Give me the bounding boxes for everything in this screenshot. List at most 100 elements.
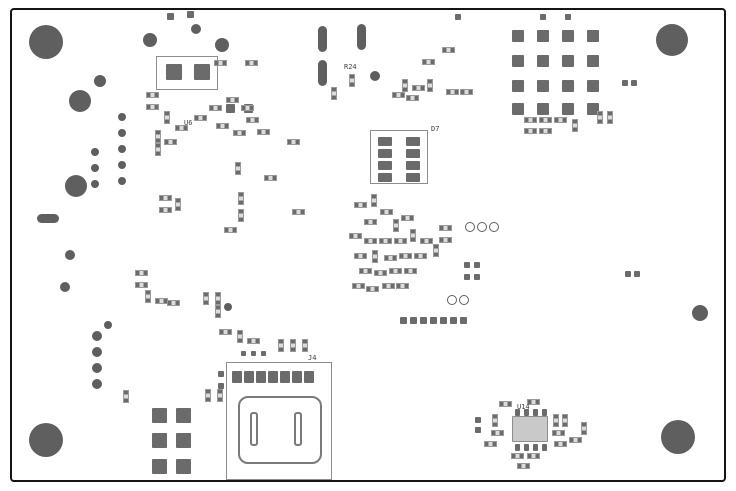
- via-hole: [92, 347, 102, 357]
- via-hole: [94, 75, 106, 87]
- smt-pad: [175, 432, 191, 448]
- smd-component: [215, 123, 229, 129]
- via-hole: [60, 282, 70, 292]
- via-hole: [191, 24, 201, 34]
- smt-pad: [537, 30, 549, 42]
- smd-component: [203, 291, 209, 305]
- smt-pad: [151, 432, 167, 448]
- smt-pad: [512, 103, 524, 115]
- smt-pad: [537, 80, 549, 92]
- smt-pad: [565, 14, 571, 20]
- smd-component: [238, 208, 244, 222]
- smt-pad: [523, 408, 529, 416]
- smd-component: [291, 209, 305, 215]
- board-outline: [10, 8, 726, 482]
- smt-pad: [186, 10, 194, 18]
- smd-component: [483, 441, 497, 447]
- smt-pad: [475, 417, 481, 423]
- mounting-hole: [661, 420, 695, 454]
- smt-pad: [175, 458, 191, 474]
- via-hole: [118, 177, 126, 185]
- smd-component: [349, 73, 355, 87]
- smt-pad: [166, 12, 174, 20]
- slot-hole: [356, 24, 366, 50]
- smd-component: [244, 60, 258, 66]
- smd-component: [163, 139, 177, 145]
- smd-component: [381, 283, 395, 289]
- smd-component: [445, 89, 459, 95]
- smd-component: [510, 453, 524, 459]
- smd-component: [427, 78, 433, 92]
- smt-pad: [512, 80, 524, 92]
- smt-pad: [419, 316, 427, 324]
- via-hole: [92, 363, 102, 373]
- smt-pad: [464, 274, 470, 280]
- smd-component: [388, 268, 402, 274]
- smt-pad: [474, 262, 480, 268]
- smt-pad: [378, 136, 392, 146]
- component-outline: [370, 130, 428, 184]
- smd-component: [572, 118, 578, 132]
- smd-component: [568, 437, 582, 443]
- smd-component: [237, 329, 243, 343]
- smt-pad: [523, 443, 529, 451]
- smd-component: [286, 139, 300, 145]
- smd-component: [158, 195, 172, 201]
- smt-pad: [634, 271, 640, 277]
- smt-pad: [587, 80, 599, 92]
- smt-pad: [449, 316, 457, 324]
- smd-component: [353, 202, 367, 208]
- smt-pad: [260, 350, 266, 356]
- smd-component: [400, 215, 414, 221]
- via-hole: [118, 113, 126, 121]
- smd-component: [413, 253, 427, 259]
- smd-component: [145, 92, 159, 98]
- component-outline: [156, 56, 218, 90]
- smd-component: [523, 117, 537, 123]
- via-hole: [118, 145, 126, 153]
- smt-pad: [166, 64, 182, 80]
- smd-component: [403, 268, 417, 274]
- smd-component: [553, 117, 567, 123]
- smd-component: [438, 237, 452, 243]
- smd-component: [155, 129, 161, 143]
- smd-component: [419, 238, 433, 244]
- smt-pad: [151, 458, 167, 474]
- smd-component: [383, 255, 397, 261]
- ref-designator: J4: [308, 354, 317, 362]
- mounting-hole: [29, 25, 63, 59]
- smd-component: [526, 453, 540, 459]
- ic-body: [512, 416, 548, 442]
- smt-pad: [540, 14, 546, 20]
- smd-component: [526, 399, 540, 405]
- smd-component: [331, 86, 337, 100]
- smt-pad: [409, 316, 417, 324]
- smd-component: [353, 253, 367, 259]
- slot-hole: [317, 60, 327, 86]
- smt-pad: [631, 80, 637, 86]
- ref-designator: D7: [431, 125, 440, 133]
- smd-component: [208, 105, 222, 111]
- smd-component: [581, 421, 587, 435]
- smt-pad: [532, 408, 538, 416]
- connector-shell: [294, 412, 302, 446]
- smt-pad: [218, 383, 224, 389]
- smt-pad: [406, 148, 420, 158]
- smt-pad: [232, 371, 242, 383]
- smt-pad: [378, 172, 392, 182]
- via-hole: [692, 305, 708, 321]
- smt-pad: [587, 103, 599, 115]
- smd-component: [238, 191, 244, 205]
- smd-component: [538, 128, 552, 134]
- smd-component: [205, 388, 211, 402]
- smt-pad: [625, 271, 631, 277]
- smd-component: [411, 85, 425, 91]
- via-hole: [91, 148, 99, 156]
- smd-component: [218, 329, 232, 335]
- smt-pad: [268, 371, 278, 383]
- smd-component: [155, 142, 161, 156]
- smt-pad: [218, 371, 224, 377]
- smd-component: [410, 228, 416, 242]
- smd-component: [405, 95, 419, 101]
